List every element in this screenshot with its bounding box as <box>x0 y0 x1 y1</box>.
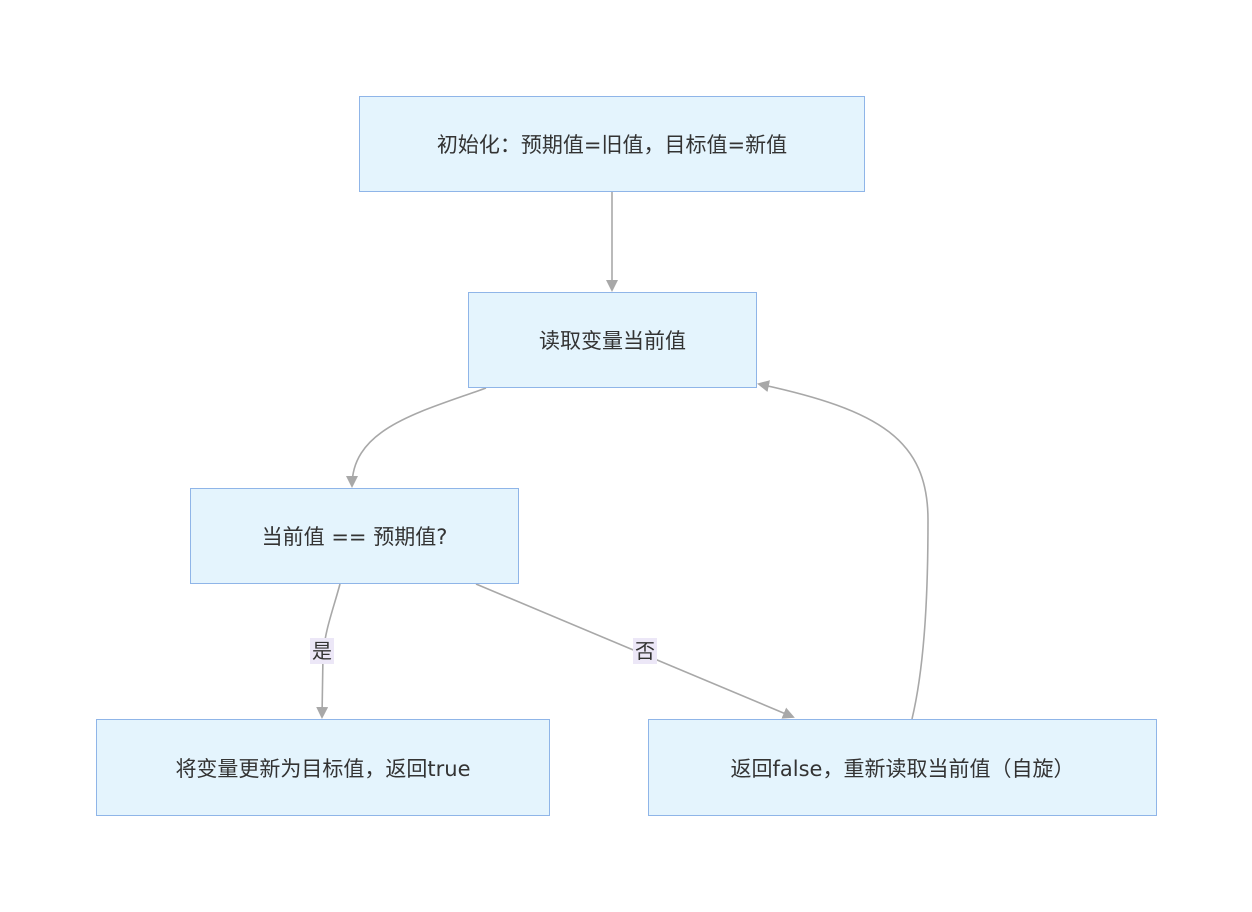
edge-label-yes: 是 <box>310 638 334 664</box>
node-compare-text: 当前值 == 预期值? <box>261 525 448 549</box>
node-read-current: 读取变量当前值 <box>468 292 757 388</box>
node-init-text: 初始化：预期值=旧值，目标值=新值 <box>436 133 788 157</box>
node-read-current-text: 读取变量当前值 <box>539 329 686 353</box>
node-fail-retry: 返回false，重新读取当前值（自旋） <box>648 719 1157 816</box>
edge-read-to-compare <box>346 387 487 488</box>
edge-fail-to-read <box>757 380 929 720</box>
node-init: 初始化：预期值=旧值，目标值=新值 <box>359 96 865 192</box>
node-compare: 当前值 == 预期值? <box>190 488 519 584</box>
node-success: 将变量更新为目标值，返回true <box>96 719 550 816</box>
node-fail-retry-text: 返回false，重新读取当前值（自旋） <box>730 756 1075 781</box>
edge-label-no: 否 <box>633 638 657 664</box>
node-success-text: 将变量更新为目标值，返回true <box>175 756 471 781</box>
